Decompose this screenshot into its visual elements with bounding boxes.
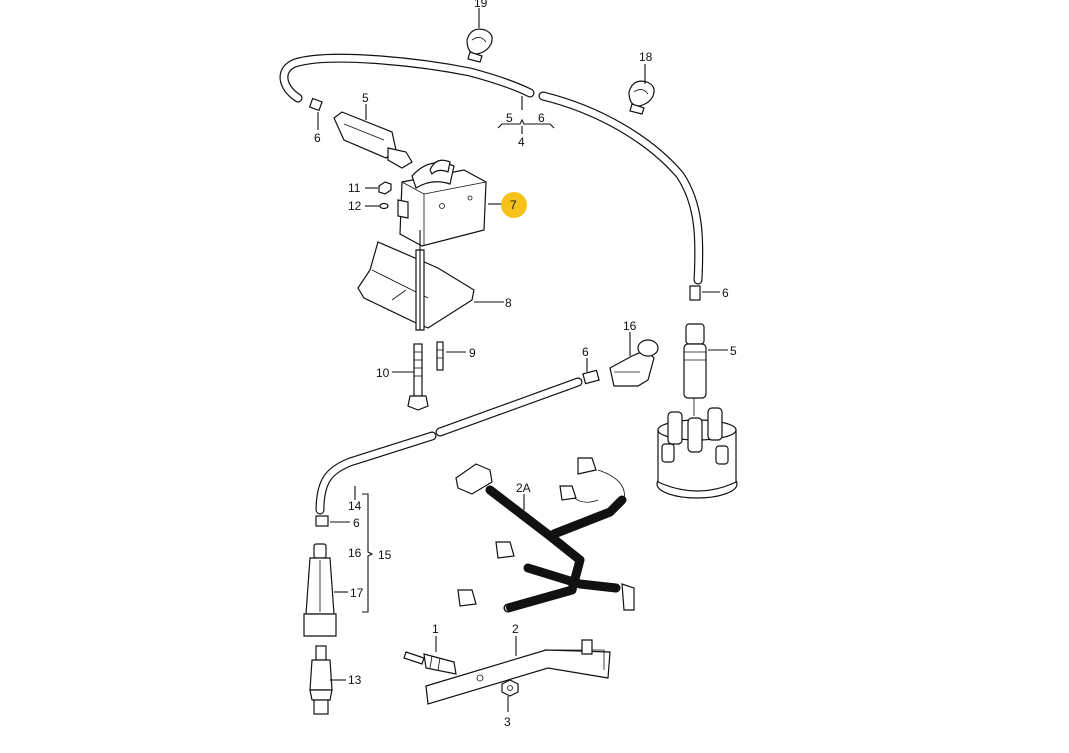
- clip-18-icon: [628, 80, 655, 115]
- label-13: 13: [348, 673, 362, 687]
- angled-connector-16: [609, 339, 659, 387]
- sensor-1: [403, 651, 457, 675]
- label-9: 9: [469, 346, 476, 360]
- nut-3-icon: [501, 679, 519, 697]
- screw-9-icon: [436, 341, 444, 371]
- label-10: 10: [376, 366, 390, 380]
- label-11: 11: [348, 181, 361, 195]
- bracket-2: [425, 639, 611, 705]
- harness-connectors: [457, 457, 635, 611]
- label-4: 4: [518, 135, 525, 149]
- end-sleeve-6-low: [315, 515, 329, 527]
- label-7: 7: [510, 198, 517, 212]
- connector-5-top: [333, 111, 413, 169]
- label-2: 2: [512, 622, 519, 636]
- wiring-harness-2A: [455, 463, 627, 613]
- label-6-right: 6: [722, 286, 729, 300]
- label-6-mid: 6: [582, 345, 589, 359]
- label-14: 14: [348, 499, 362, 513]
- nut-11-icon: [378, 181, 392, 195]
- spark-plug-13: [309, 645, 333, 715]
- label-8: 8: [505, 296, 512, 310]
- label-18: 18: [639, 50, 653, 64]
- clip-19-icon: [466, 28, 493, 63]
- end-sleeve-6-mid: [582, 369, 600, 385]
- ignition-lead-14: [315, 377, 583, 515]
- label-19: 19: [474, 0, 488, 10]
- distributor-cap: [656, 407, 738, 499]
- highlight-callout: [501, 192, 527, 218]
- label-12: 12: [348, 199, 362, 213]
- bolt-10-icon: [407, 343, 429, 411]
- label-1: 1: [432, 622, 439, 636]
- ignition-coil: [397, 159, 487, 247]
- label-16-top: 16: [623, 319, 637, 333]
- label-3: 3: [504, 715, 511, 729]
- washer-12-icon: [379, 202, 389, 210]
- plug-connector-17: [303, 543, 337, 637]
- connector-5-right: [683, 323, 707, 416]
- end-sleeve-6-top: [308, 97, 323, 112]
- label-6-top: 6: [314, 131, 321, 145]
- label-5-group: 5: [506, 111, 513, 125]
- label-2A: 2A: [516, 481, 531, 495]
- label-17: 17: [350, 586, 364, 600]
- mounting-bracket: [357, 230, 475, 331]
- label-6-low: 6: [353, 516, 360, 530]
- leader-lines: [317, 8, 728, 712]
- label-5-right: 5: [730, 344, 737, 358]
- part-labels: 19 18 5 6 5 6 4 11 12 7 8 9 10 6 5 16 6 …: [314, 0, 737, 729]
- label-15: 15: [378, 548, 392, 562]
- end-sleeve-6-right: [689, 285, 701, 301]
- coil-to-distributor-lead: [279, 53, 704, 285]
- label-6-group: 6: [538, 111, 545, 125]
- label-16-low: 16: [348, 546, 362, 560]
- label-5-top: 5: [362, 91, 369, 105]
